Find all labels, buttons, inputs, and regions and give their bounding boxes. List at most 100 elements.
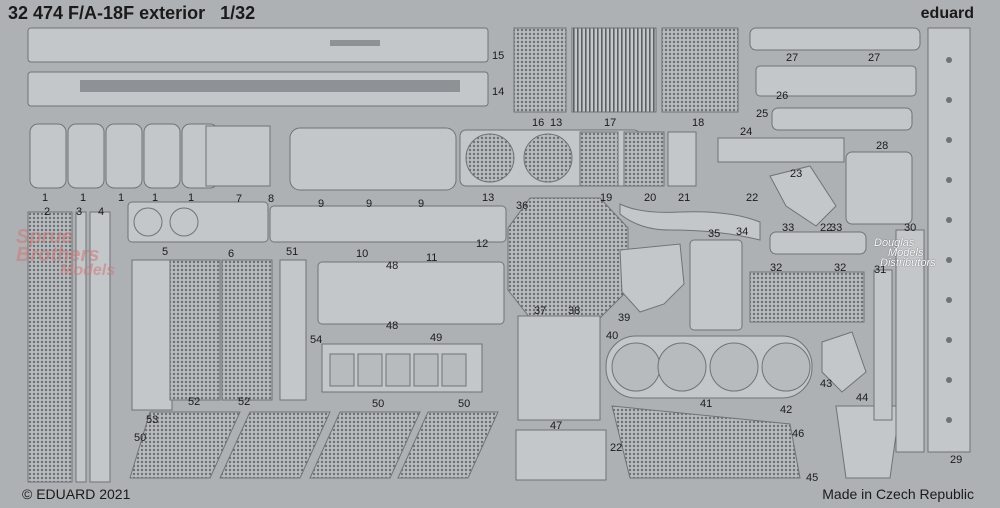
part-number-label: 51 bbox=[286, 246, 299, 258]
part-number-label: 1 bbox=[188, 192, 195, 204]
part-52a bbox=[169, 259, 221, 401]
part-number-label: 52 bbox=[188, 396, 201, 408]
part-2 bbox=[27, 211, 73, 483]
part-number-label: 50 bbox=[458, 398, 471, 410]
part-50a bbox=[129, 411, 241, 479]
part-number-label: 48 bbox=[386, 320, 399, 332]
part-number-label: 45 bbox=[806, 472, 819, 484]
part-37-38 bbox=[517, 315, 601, 421]
part-number-label: 13 bbox=[550, 117, 563, 129]
part-number-label: 1 bbox=[80, 192, 87, 204]
part-number-label: 1 bbox=[118, 192, 125, 204]
part-50b bbox=[219, 411, 331, 479]
part-19 bbox=[579, 131, 619, 187]
part-number-label: 1 bbox=[152, 192, 159, 204]
part-24-row bbox=[717, 137, 845, 163]
part-number-label: 26 bbox=[776, 90, 789, 102]
watermark-line: Models bbox=[888, 247, 924, 259]
part-1d bbox=[143, 123, 181, 189]
part-47 bbox=[515, 429, 607, 481]
part-number-label: 13 bbox=[482, 192, 495, 204]
part-46 bbox=[611, 405, 801, 479]
part-number-label: 50 bbox=[134, 432, 147, 444]
part-number-label: 12 bbox=[476, 238, 489, 250]
part-number-label: 23 bbox=[790, 168, 803, 180]
part-1c bbox=[105, 123, 143, 189]
part-number-label: 21 bbox=[678, 192, 691, 204]
part-number-label: 22 bbox=[746, 192, 759, 204]
part-number-label: 39 bbox=[618, 312, 631, 324]
part-15 bbox=[27, 27, 489, 63]
part-number-label: 27 bbox=[868, 52, 881, 64]
part-number-label: 32 bbox=[770, 262, 783, 274]
part-number-label: 20 bbox=[644, 192, 657, 204]
part-13a bbox=[465, 133, 515, 183]
part-number-label: 40 bbox=[606, 330, 619, 342]
part-number-label: 27 bbox=[786, 52, 799, 64]
part-52b bbox=[221, 259, 273, 401]
part-number-label: 33 bbox=[782, 222, 795, 234]
part-43 bbox=[821, 331, 867, 393]
part-number-label: 33 bbox=[830, 222, 843, 234]
part-number-label: 48 bbox=[386, 260, 399, 272]
part-number-label: 29 bbox=[950, 454, 963, 466]
watermark-line: Brothers bbox=[16, 244, 100, 266]
part-number-label: 53 bbox=[146, 414, 159, 426]
part-1b bbox=[67, 123, 105, 189]
part-number-label: 32 bbox=[834, 262, 847, 274]
watermark-line: Sprue bbox=[16, 226, 73, 248]
part-number-label: 35 bbox=[708, 228, 721, 240]
part-number-label: 7 bbox=[236, 193, 243, 205]
part-8 bbox=[205, 125, 271, 187]
part-29 bbox=[927, 27, 971, 453]
part-number-label: 3 bbox=[76, 206, 83, 218]
part-number-label: 43 bbox=[820, 378, 833, 390]
part-number-label: 9 bbox=[318, 198, 325, 210]
part-number-label: 17 bbox=[604, 117, 617, 129]
part-number-label: 28 bbox=[876, 140, 889, 152]
sheet-title-text: 32 474 F/A-18F exterior bbox=[8, 3, 206, 23]
part-27-row bbox=[749, 27, 921, 51]
part-39 bbox=[619, 243, 685, 313]
part-number-label: 15 bbox=[492, 50, 505, 62]
part-number-label: 34 bbox=[736, 226, 749, 238]
origin-label: Made in Czech Republic bbox=[822, 486, 974, 502]
part-32 bbox=[749, 271, 865, 323]
part-50d bbox=[397, 411, 499, 479]
part-26-row bbox=[755, 65, 917, 97]
part-number-label: 37 bbox=[534, 305, 547, 317]
part-48 bbox=[317, 261, 505, 325]
sheet-title: 32 474 F/A-18F exterior 1/32 bbox=[8, 3, 255, 24]
part-number-label: 41 bbox=[700, 398, 713, 410]
part-number-label: 10 bbox=[356, 248, 369, 260]
part-number-label: 18 bbox=[692, 117, 705, 129]
part-40-42 bbox=[605, 335, 813, 399]
part-number-label: 4 bbox=[98, 206, 105, 218]
brand-logo: eduard bbox=[920, 5, 974, 22]
part-4 bbox=[89, 211, 111, 483]
watermark-line: Douglas bbox=[874, 237, 915, 249]
part-35 bbox=[689, 239, 743, 331]
part-number-label: 31 bbox=[874, 264, 887, 276]
part-number-label: 9 bbox=[366, 198, 373, 210]
part-33-row bbox=[769, 231, 867, 255]
part-number-label: 50 bbox=[372, 398, 385, 410]
part-number-label: 6 bbox=[228, 248, 235, 260]
part-number-label: 38 bbox=[568, 305, 581, 317]
part-number-label: 9 bbox=[418, 198, 425, 210]
part-number-label: 30 bbox=[904, 222, 917, 234]
part-number-label: 24 bbox=[740, 126, 753, 138]
part-number-label: 22 bbox=[610, 442, 623, 454]
part-16 bbox=[513, 27, 567, 113]
part-number-label: 47 bbox=[550, 420, 563, 432]
part-9-group bbox=[289, 127, 457, 191]
part-31 bbox=[873, 269, 893, 421]
part-10-11 bbox=[269, 205, 507, 243]
part-number-label: 54 bbox=[310, 334, 323, 346]
part-number-label: 49 bbox=[430, 332, 443, 344]
part-3 bbox=[75, 211, 87, 483]
scale-label: 1/32 bbox=[220, 3, 256, 23]
part-number-label: 5 bbox=[162, 246, 169, 258]
part-51 bbox=[279, 259, 307, 401]
